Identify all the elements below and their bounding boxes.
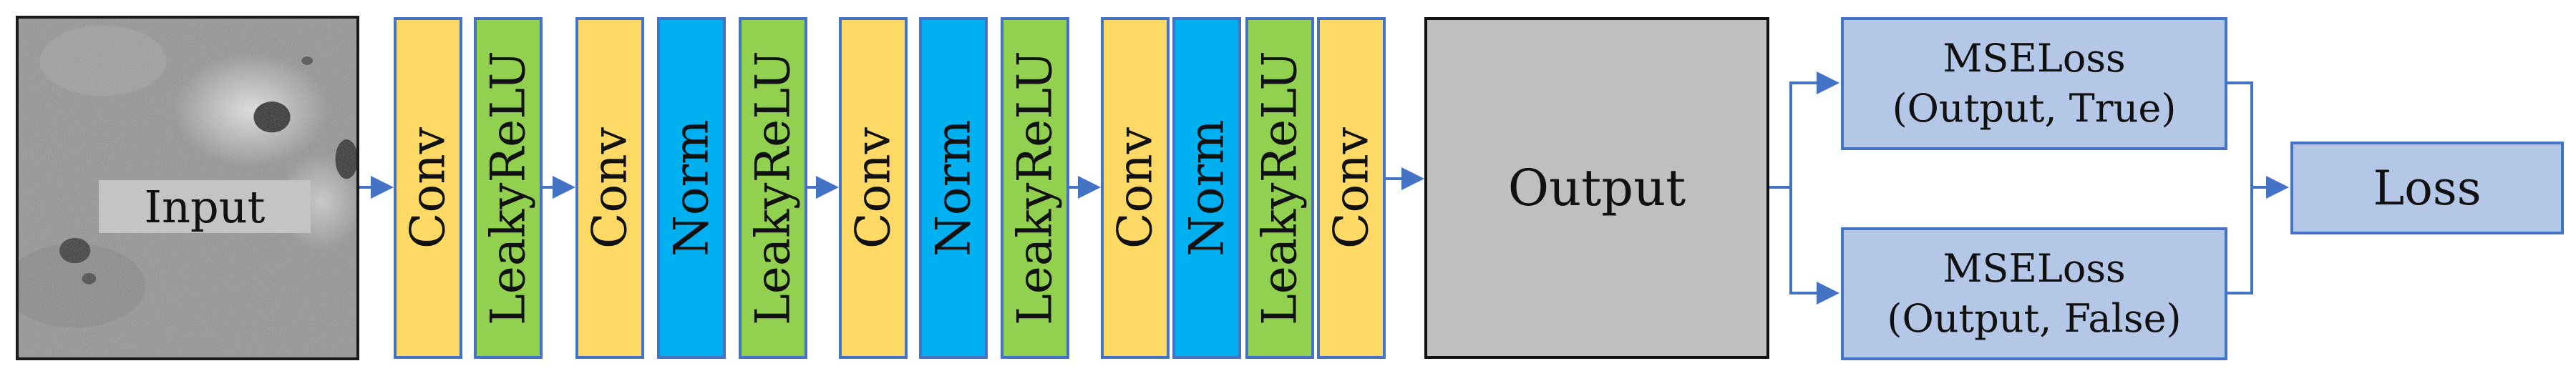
- layer-norm: Norm: [657, 17, 726, 359]
- branch-output-to-mse-false: [1789, 187, 1839, 305]
- mse-false-line2: (Output, False): [1887, 296, 2182, 341]
- merge-mse-false: [2227, 187, 2253, 295]
- layer-conv: Conv: [1101, 17, 1170, 359]
- mse-false-line1: MSELoss: [1943, 246, 2126, 291]
- layer-norm: Norm: [1172, 17, 1241, 359]
- input-label: Input: [99, 180, 311, 233]
- layer-leakyrelu: LeakyReLU: [474, 17, 543, 359]
- layer-conv: Conv: [575, 17, 644, 359]
- loss-label: Loss: [2373, 160, 2482, 216]
- layer-leakyrelu: LeakyReLU: [1245, 17, 1314, 359]
- loss-block: Loss: [2290, 142, 2564, 234]
- branch-output-to-mse-true: [1769, 71, 1839, 189]
- mse-loss-false-block: MSELoss (Output, False): [1841, 227, 2227, 360]
- mse-loss-true-block: MSELoss (Output, True): [1841, 17, 2227, 150]
- layer-norm: Norm: [919, 17, 988, 359]
- layer-conv: Conv: [394, 17, 462, 359]
- output-block: Output: [1424, 17, 1769, 359]
- mse-true-line1: MSELoss: [1943, 36, 2126, 81]
- mse-true-line2: (Output, True): [1892, 86, 2177, 131]
- layer-leakyrelu: LeakyReLU: [1001, 17, 1069, 359]
- layer-leakyrelu: LeakyReLU: [739, 17, 807, 359]
- input-image: Input: [16, 16, 359, 360]
- layer-conv: Conv: [1317, 17, 1386, 359]
- layer-conv: Conv: [839, 17, 908, 359]
- output-label: Output: [1507, 159, 1686, 217]
- merge-mse-true: [2227, 81, 2289, 199]
